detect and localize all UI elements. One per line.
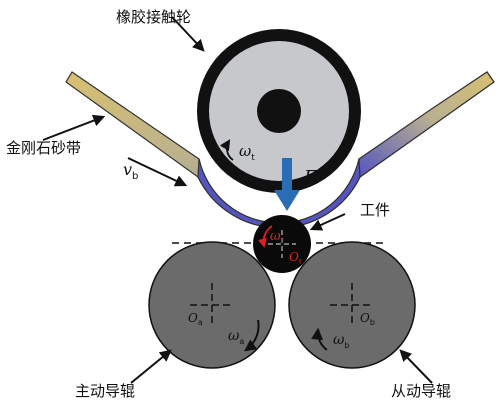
- workpiece-center-label: Or: [289, 250, 303, 266]
- workpiece-pointer: [309, 213, 346, 231]
- belt-speed-symbol: vb: [123, 160, 138, 182]
- abrasive-belt-label: 金刚石砂带: [6, 139, 81, 157]
- roller-a-omega: ωa: [228, 328, 244, 346]
- workpiece-label: 工件: [360, 201, 390, 219]
- contact-wheel-label: 橡胶接触轮: [116, 8, 191, 26]
- driven-roller-pointer: [399, 349, 433, 384]
- contact-wheel-omega: ωt: [239, 142, 255, 163]
- rubber-contact-wheel: [197, 29, 361, 193]
- driven-roller-label: 从动导辊: [391, 382, 451, 400]
- force-arrow: [274, 158, 300, 211]
- roller-a-rotation-arrow: [244, 319, 260, 352]
- roller-b-rotation-arrow: [311, 327, 328, 351]
- belt-speed-arrow: [127, 157, 188, 187]
- roller-b-omega: ωb: [333, 332, 350, 350]
- driving-roller-label: 主动导辊: [75, 382, 135, 400]
- driving-roller-pointer: [130, 349, 172, 384]
- workpiece-rotation-arrow: [258, 225, 273, 248]
- workpiece: [253, 215, 311, 273]
- contact-wheel-pointer: [171, 16, 205, 52]
- contact-wheel-rotation-arrow: [219, 139, 234, 161]
- belt-pointer: [42, 114, 106, 141]
- roller-b-center-label: Ob: [360, 311, 375, 327]
- driven-guide-roller: [288, 241, 416, 369]
- force-symbol: F: [303, 167, 318, 188]
- workpiece-omega: ωr: [270, 229, 285, 245]
- roller-a-center-label: Oa: [188, 311, 203, 327]
- diamond-abrasive-belt: [65, 71, 495, 229]
- driving-guide-roller: [148, 241, 276, 369]
